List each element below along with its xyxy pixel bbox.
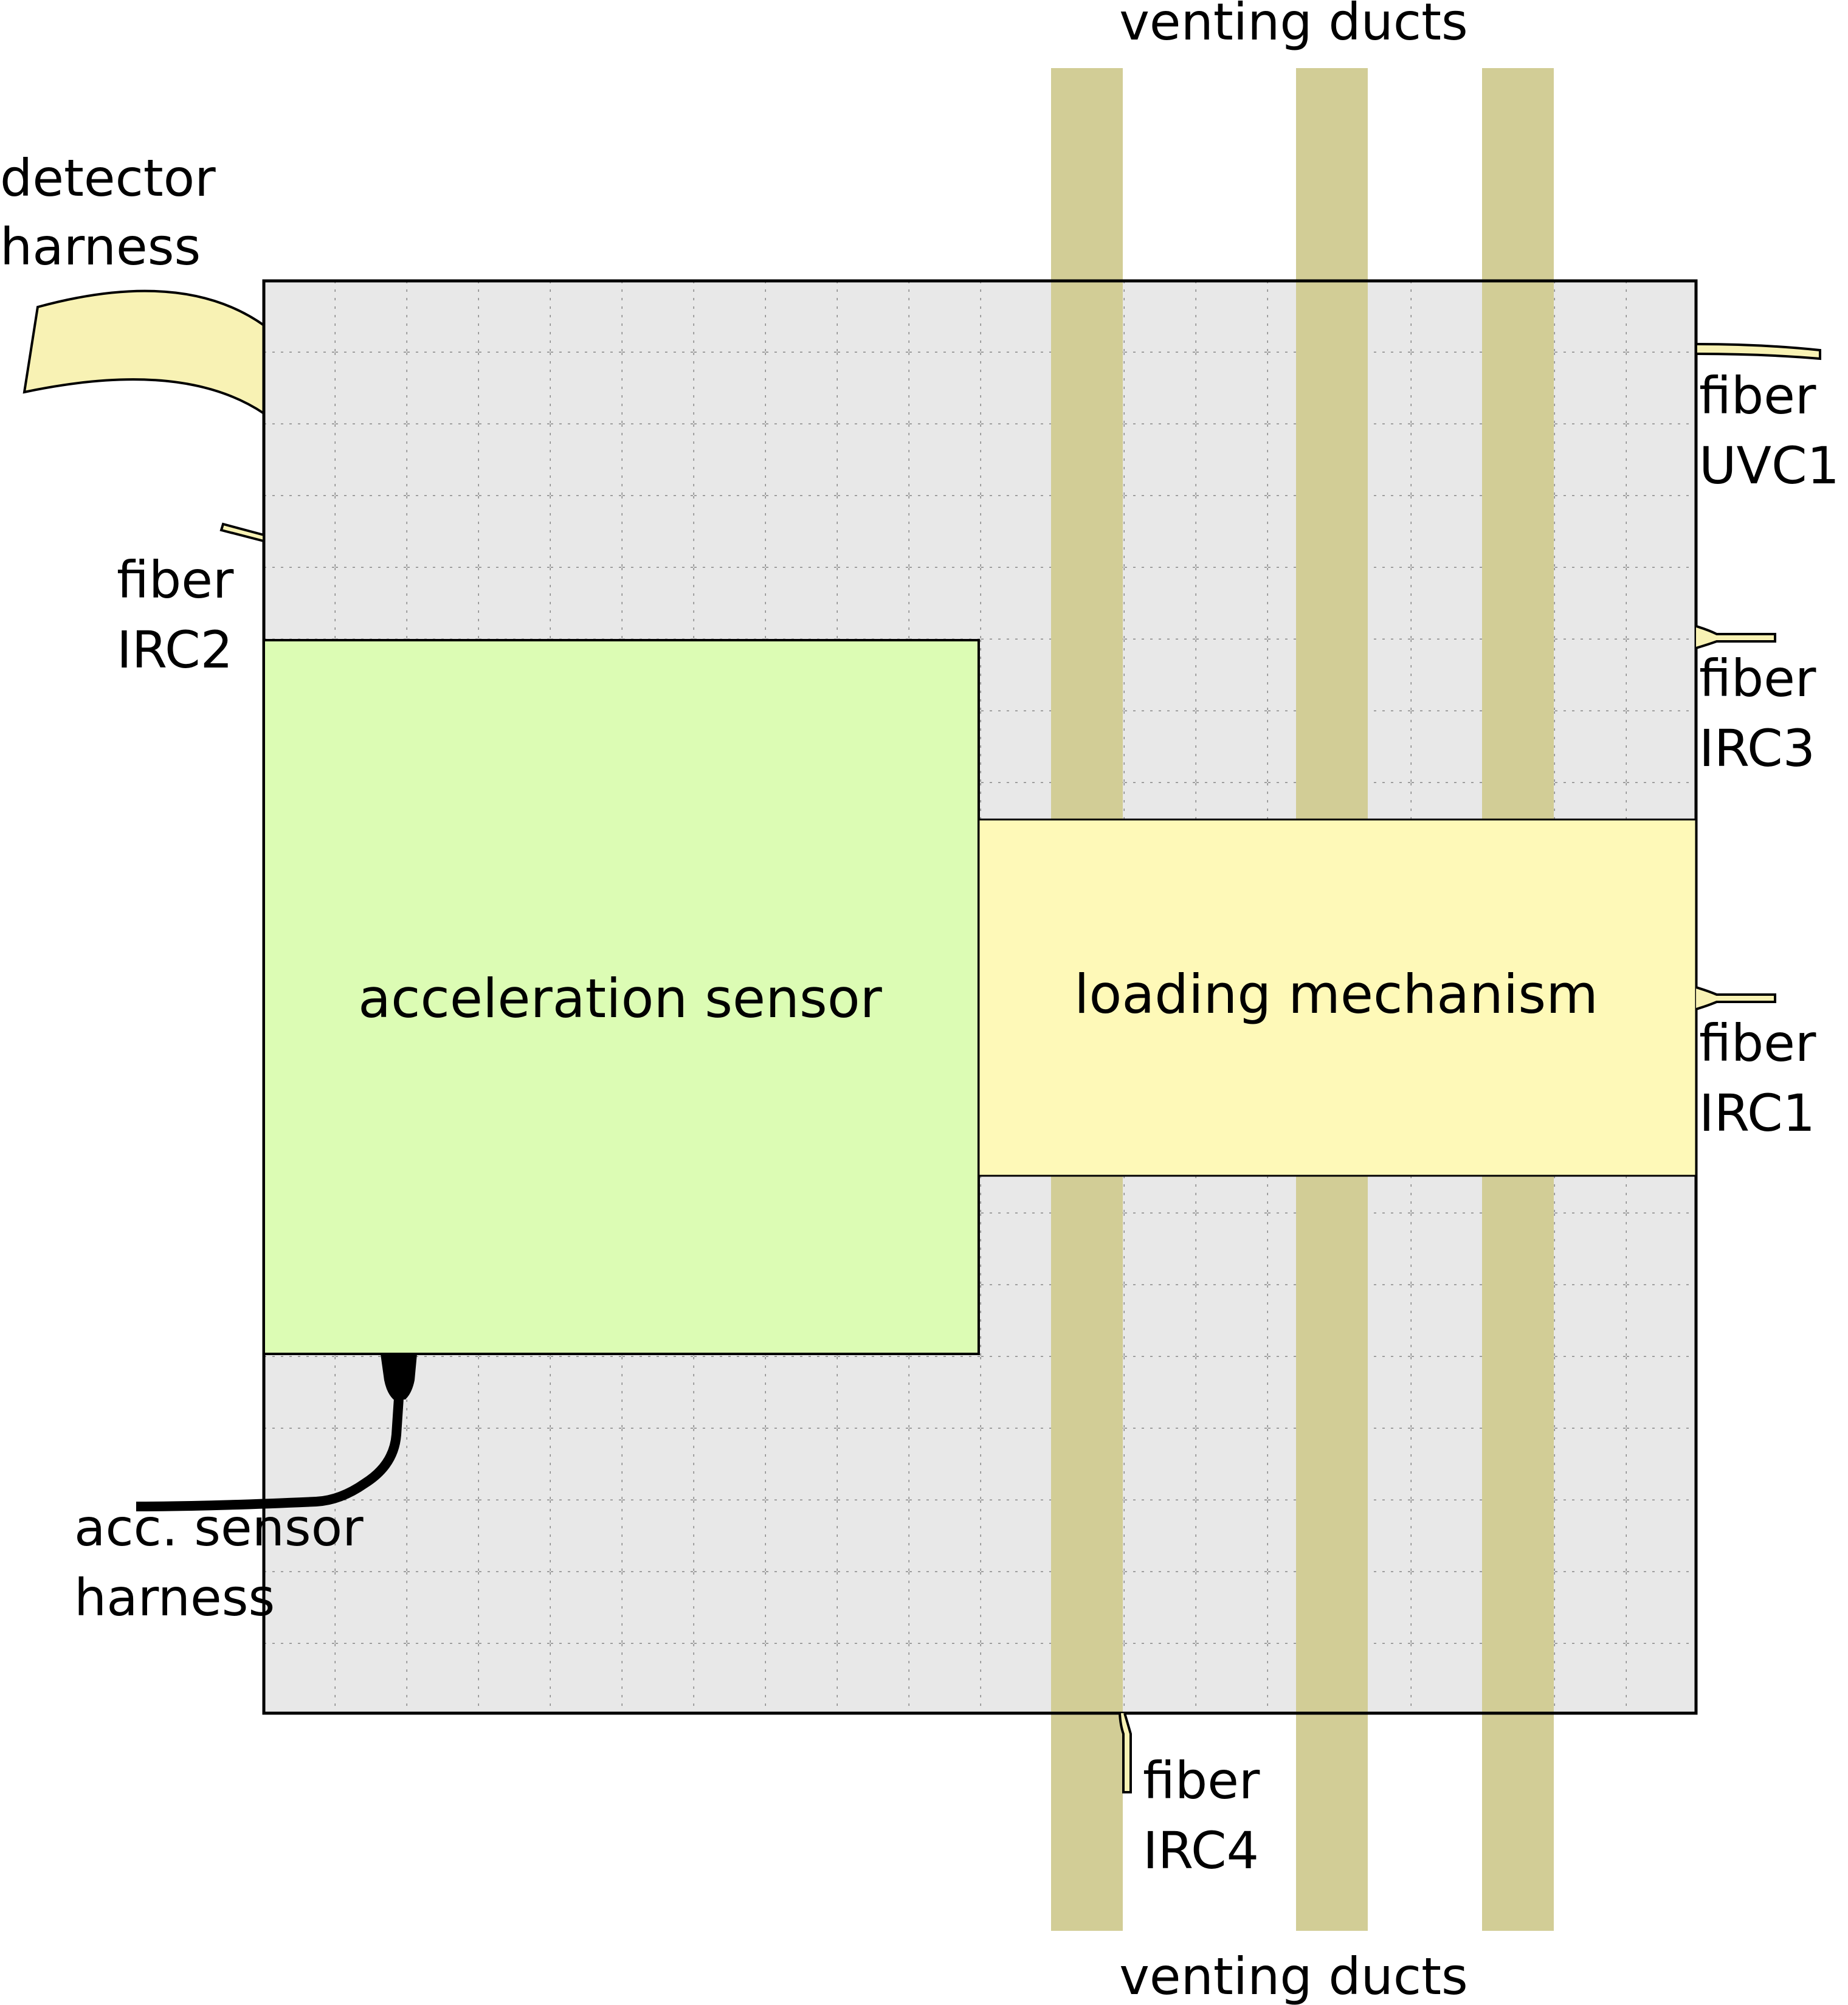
fiber-uvc1-label-line1: fiber — [1699, 366, 1816, 426]
fiber-irc4-connector — [1119, 1713, 1132, 1793]
acc-sensor-connector — [380, 1353, 418, 1399]
acc-sensor-harness-label-line2: harness — [74, 1568, 275, 1627]
fiber-irc1-label-line1: fiber — [1699, 1013, 1816, 1073]
fiber-uvc1-label-line2: UVC1 — [1699, 436, 1839, 495]
fiber-irc3-label-line1: fiber — [1699, 649, 1816, 708]
loading-mechanism-box — [977, 818, 1697, 1177]
fiber-irc2-label-line2: IRC2 — [117, 620, 233, 680]
detector-harness-label-line2: harness — [0, 217, 201, 277]
fiber-irc4-label-line1: fiber — [1143, 1751, 1260, 1810]
detector-harness — [22, 289, 265, 416]
fiber-uvc1-connector — [1695, 342, 1821, 361]
fiber-irc1-label-line2: IRC1 — [1699, 1083, 1815, 1143]
fiber-irc1-connector — [1695, 986, 1776, 1010]
acc-sensor-harness-label-line1: acc. sensor — [74, 1498, 364, 1558]
fiber-irc4-label-line2: IRC4 — [1143, 1821, 1259, 1880]
loading-mechanism-label: loading mechanism — [1074, 963, 1598, 1026]
fiber-irc3-connector — [1695, 625, 1776, 649]
acc-sensor-harness-cable — [136, 1398, 404, 1511]
venting-ducts-bottom-label: venting ducts — [1119, 1947, 1468, 2005]
fiber-irc2-label-line1: fiber — [117, 550, 234, 610]
detector-harness-label-line1: detector — [0, 148, 216, 208]
fiber-irc3-label-line2: IRC3 — [1699, 719, 1815, 778]
venting-ducts-top-label: venting ducts — [1119, 0, 1468, 52]
fiber-irc2-connector — [219, 522, 265, 543]
acceleration-sensor-label: acceleration sensor — [358, 967, 883, 1030]
acceleration-sensor-box — [263, 639, 980, 1355]
